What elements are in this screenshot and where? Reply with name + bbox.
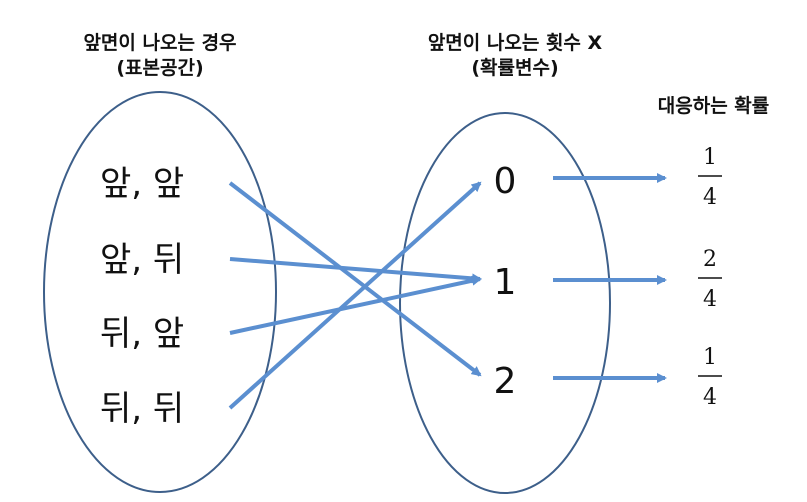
- probability-0-denominator: 4: [703, 185, 717, 210]
- probability-0: 1 4: [698, 145, 722, 210]
- sample-space-subtitle: (표본공간): [116, 57, 204, 79]
- outcome-tt: 뒤, 뒤: [100, 389, 184, 429]
- random-variable-heading: 앞면이 나오는 횟수 X (확률변수): [380, 31, 650, 81]
- probability-1-denominator: 4: [703, 287, 717, 312]
- outcome-hh: 앞, 앞: [100, 164, 184, 204]
- sample-space-title: 앞면이 나오는 경우: [83, 32, 237, 54]
- value-2: 2: [494, 361, 517, 402]
- random-variable-title: 앞면이 나오는 횟수 X: [427, 32, 603, 54]
- value-0: 0: [494, 161, 517, 202]
- probability-2-denominator: 4: [703, 385, 717, 410]
- value-1: 1: [494, 262, 517, 303]
- random-variable-ellipse: [399, 112, 611, 494]
- probability-heading: 대응하는 확률: [657, 95, 770, 117]
- random-variable-subtitle: (확률변수): [471, 57, 559, 79]
- arrow-outcome-th-to-1: [229, 275, 482, 335]
- arrow-outcome-ht-to-1: [229, 257, 482, 284]
- probability-2-numerator: 1: [703, 345, 717, 370]
- probability-2: 1 4: [698, 345, 722, 410]
- outcome-th: 뒤, 앞: [100, 314, 184, 354]
- arrow-outcome-hh-to-2: [228, 181, 482, 377]
- outcome-ht: 앞, 뒤: [100, 240, 184, 280]
- probability-1: 2 4: [698, 247, 722, 312]
- arrow-outcome-tt-to-0: [228, 181, 482, 410]
- sample-space-ellipse: [43, 91, 277, 493]
- probability-1-numerator: 2: [703, 247, 717, 272]
- probability-0-numerator: 1: [703, 145, 717, 170]
- sample-space-heading: 앞면이 나오는 경우 (표본공간): [40, 31, 280, 81]
